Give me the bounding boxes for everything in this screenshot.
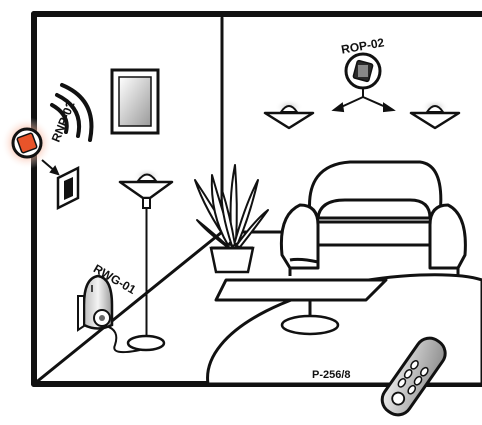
- potted-plant: [195, 165, 268, 272]
- wall-light-right: [411, 99, 459, 128]
- rop-arrows: [334, 89, 393, 111]
- floor-lamp: [120, 168, 172, 350]
- sofa: [281, 162, 465, 276]
- wall-light-left: [265, 99, 313, 128]
- light-switch-icon: [58, 168, 78, 208]
- wall-picture: [112, 70, 158, 133]
- arrow-icon: [42, 160, 58, 174]
- code-label: P-256/8: [312, 369, 351, 381]
- rnp-02-device: [1, 117, 53, 169]
- rop-02-device: [346, 54, 380, 88]
